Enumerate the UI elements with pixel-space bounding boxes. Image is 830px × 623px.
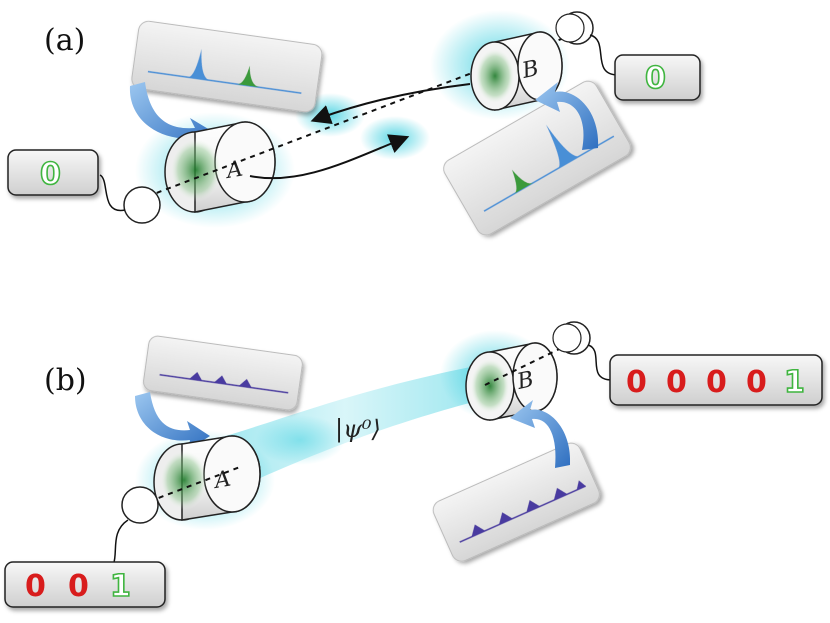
axis-b-b bbox=[484, 337, 583, 386]
counter-b-right-digit-0: 0 bbox=[626, 365, 647, 400]
green-pulse bbox=[237, 65, 260, 88]
detector-a-b-label: A bbox=[211, 467, 233, 495]
feed-arrow-b bbox=[535, 82, 599, 150]
panel-b-label: (b) bbox=[44, 363, 87, 398]
pulse-train-card-a bbox=[143, 335, 303, 411]
photon-path-a-to-b bbox=[249, 134, 410, 180]
counter-a-right-digit-0: 0 bbox=[645, 61, 666, 96]
detector-a-b: A bbox=[153, 435, 261, 521]
counter-b-left: 0 0 1 bbox=[4, 561, 166, 608]
axis-b-a bbox=[139, 466, 241, 506]
bulb-b-a bbox=[121, 486, 159, 524]
detector-a-label: A bbox=[223, 157, 245, 185]
detector-b: B bbox=[470, 31, 563, 111]
pulse-card-a bbox=[131, 20, 323, 113]
counter-b-right-digit-3: 0 bbox=[746, 365, 767, 400]
wire-b-b bbox=[587, 344, 613, 381]
detector-b-b-label: B bbox=[514, 367, 536, 395]
glow-photon-2 bbox=[360, 116, 430, 160]
counter-b-right-digit-4: 1 bbox=[784, 365, 805, 400]
bulb-a bbox=[123, 186, 161, 224]
counter-b-right-digit-2: 0 bbox=[706, 365, 727, 400]
feed-arrow-b-a bbox=[135, 392, 210, 450]
panel-b: (b) |ψ⁰⟩ A 0 bbox=[4, 321, 823, 608]
photon-path-b-to-a bbox=[310, 83, 471, 125]
counter-b-right: 0 0 0 0 1 bbox=[609, 354, 823, 406]
counter-b-left-digit-0: 0 bbox=[25, 569, 46, 604]
counter-b-left-digit-1: 0 bbox=[68, 569, 89, 604]
counter-a-left-digit-0: 0 bbox=[40, 157, 61, 192]
wire-a bbox=[99, 174, 126, 212]
blue-pulse-b bbox=[545, 124, 581, 169]
detector-b-label: B bbox=[519, 56, 541, 84]
panel-a-label: (a) bbox=[44, 23, 85, 58]
counter-b-left-digit-2: 1 bbox=[110, 569, 131, 604]
green-pulse-b bbox=[511, 169, 534, 194]
state-label: |ψ⁰⟩ bbox=[335, 415, 381, 444]
panel-a: (a) A B bbox=[7, 10, 701, 236]
detector-a: A bbox=[164, 121, 276, 213]
pulse-train-card-b bbox=[432, 442, 600, 562]
counter-b-right-digit-1: 0 bbox=[666, 365, 687, 400]
detector-b-b: B bbox=[465, 342, 558, 421]
counter-a-right: 0 bbox=[614, 54, 701, 101]
blue-pulse bbox=[187, 48, 211, 81]
feed-arrow-b-b bbox=[510, 400, 571, 468]
counter-a-left: 0 bbox=[7, 149, 99, 196]
wire-b bbox=[589, 34, 619, 76]
